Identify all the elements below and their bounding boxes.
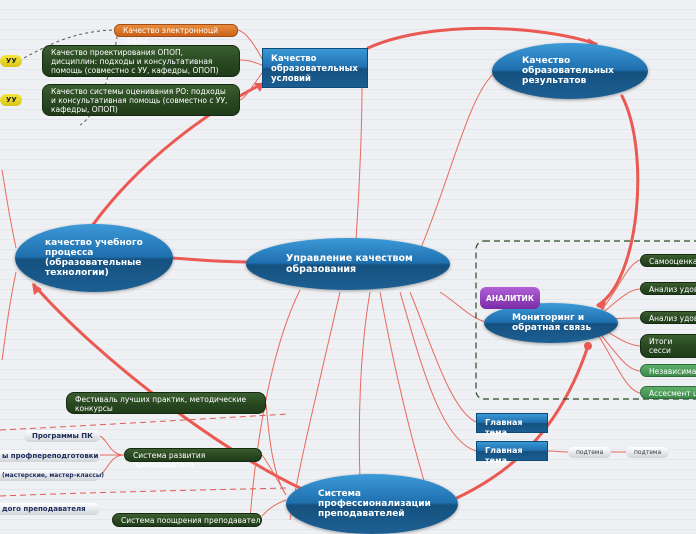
monitoring-item-6[interactable]: Ассесмент цен xyxy=(640,386,696,399)
branch-conditions-label: Качество образовательных условий xyxy=(271,54,358,84)
branch-results-label: Качество образовательных результатов xyxy=(522,56,614,86)
tag-uu-1-label: УУ xyxy=(6,57,17,65)
monitoring-item-5-label: Независимая xyxy=(649,367,696,376)
link-conditions-results xyxy=(366,26,598,50)
link-process-conditions xyxy=(90,82,264,228)
topic-teacher-development[interactable]: Система развития преподавателя xyxy=(124,448,262,469)
topic-festival-label: Фестиваль лучших практик, методические к… xyxy=(75,395,247,413)
main-topic-2-label: Главная тема xyxy=(485,446,523,465)
branch-system[interactable]: Система профессионализации преподавателе… xyxy=(286,474,458,534)
branch-system-label: Система профессионализации преподавателе… xyxy=(318,489,431,519)
topic-festival[interactable]: Фестиваль лучших практик, методические к… xyxy=(66,392,266,414)
topic-young-teacher-label: дого преподавателя xyxy=(2,505,86,513)
topic-retraining-label: ы профпереподготовки xyxy=(2,452,99,460)
analyst-badge[interactable]: АНАЛИТИК xyxy=(480,287,540,309)
monitoring-item-5[interactable]: Независимая xyxy=(640,364,696,377)
topic-assessment-label: Качество системы оценивания РО: подходы … xyxy=(51,87,228,114)
topic-programs-pk-label: Программы ПК xyxy=(32,432,93,440)
monitoring-item-6-label: Ассесмент цен xyxy=(649,389,696,398)
branch-process-label: качество учебного процесса (образователь… xyxy=(45,238,143,278)
arrowhead-conditions xyxy=(254,83,264,92)
topic-electronic-label: Качество электронноцй среды xyxy=(123,26,218,45)
branch-conditions[interactable]: Качество образовательных условий xyxy=(262,48,368,88)
branch-main-topic-1[interactable]: Главная тема xyxy=(476,413,548,437)
topic-assessment-quality[interactable]: Качество системы оценивания РО: подходы … xyxy=(42,84,240,116)
branch-main-topic-2[interactable]: Главная тема xyxy=(476,441,548,465)
branch-results[interactable]: Качество образовательных результатов xyxy=(492,43,648,99)
topic-encouragement[interactable]: Система поощрения преподавателя xyxy=(112,513,262,527)
branch-monitoring[interactable]: Мониторинг и обратная связь xyxy=(484,303,618,343)
monitoring-item-1-label: Самооценка с xyxy=(649,257,696,266)
topic-electronic-environment[interactable]: Качество электронноцй среды xyxy=(114,24,238,45)
subtopic-1[interactable]: подтема xyxy=(568,447,612,458)
subtopic-1-label: подтема xyxy=(576,449,604,456)
link-results-monitoring xyxy=(596,94,640,307)
main-topic-1-label: Главная тема xyxy=(485,418,523,437)
tag-uu-1[interactable]: УУ xyxy=(0,55,22,67)
topic-retraining[interactable]: ы профпереподготовки xyxy=(0,450,100,462)
topic-workshops-label: (мастерские, мастер-классы) xyxy=(2,472,105,479)
analyst-label: АНАЛИТИК xyxy=(486,293,534,303)
tag-uu-2-label: УУ xyxy=(6,96,17,104)
topic-encouragement-label: Система поощрения преподавателя xyxy=(121,516,262,525)
monitoring-item-1[interactable]: Самооценка с xyxy=(640,254,696,267)
topic-programs-pk[interactable]: Программы ПК xyxy=(24,430,100,442)
monitoring-item-4[interactable]: Итоги сесси успеваемост xyxy=(640,334,696,358)
central-topic[interactable]: Управление качеством образования xyxy=(246,238,450,290)
dot-system-main xyxy=(584,342,592,350)
arrowhead-process xyxy=(32,283,42,295)
link-center-process xyxy=(170,256,248,264)
central-topic-label: Управление качеством образования xyxy=(286,253,413,275)
topic-young-teacher[interactable]: дого преподавателя xyxy=(0,503,100,515)
branch-process[interactable]: качество учебного процесса (образователь… xyxy=(15,224,173,292)
topic-teacher-development-label: Система развития преподавателя xyxy=(133,451,206,469)
monitoring-item-2-label: Анализ удовл xyxy=(649,285,696,294)
monitoring-item-3-label: Анализ удовл xyxy=(649,314,696,323)
branch-monitoring-label: Мониторинг и обратная связь xyxy=(512,313,592,333)
topic-design-label: Качество проектирования ОПОП, дисциплин:… xyxy=(51,48,219,75)
monitoring-item-3[interactable]: Анализ удовл xyxy=(640,311,696,324)
subtopic-2[interactable]: подтема xyxy=(626,447,670,458)
tag-uu-2[interactable]: УУ xyxy=(0,94,22,106)
topic-design-quality[interactable]: Качество проектирования ОПОП, дисциплин:… xyxy=(42,45,240,77)
subtopic-2-label: подтема xyxy=(634,449,662,456)
monitoring-item-4-label: Итоги сесси успеваемост xyxy=(649,337,696,357)
monitoring-item-2[interactable]: Анализ удовл xyxy=(640,282,696,295)
topic-workshops[interactable]: (мастерские, мастер-классы) xyxy=(0,470,104,481)
